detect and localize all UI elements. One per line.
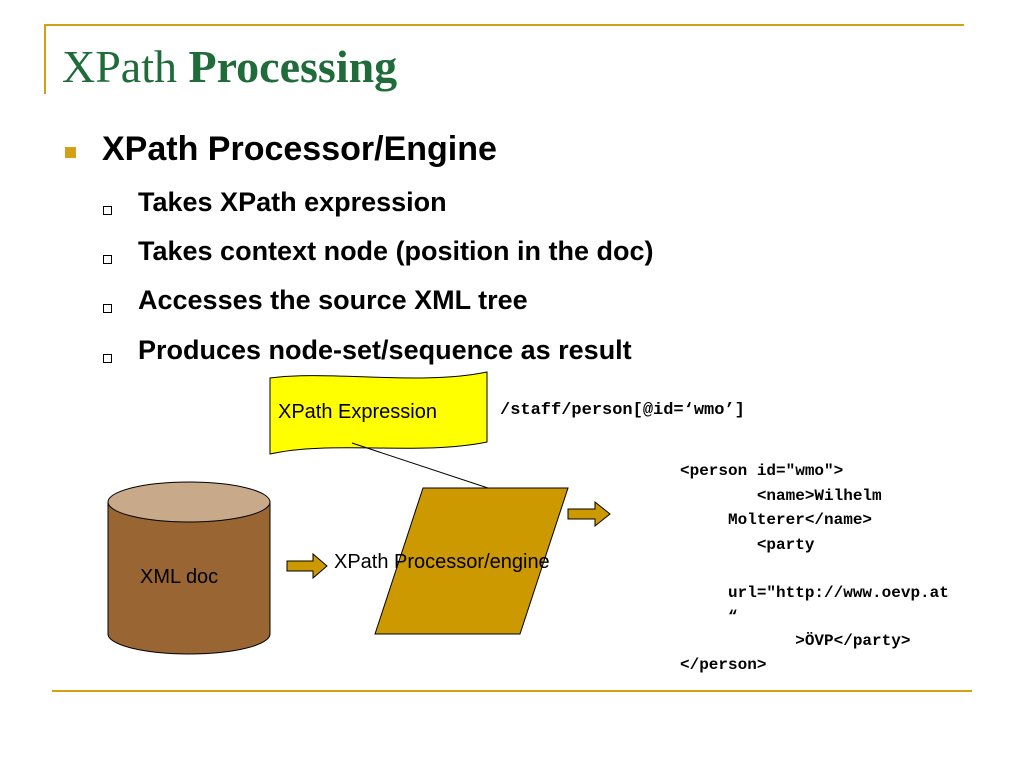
result-line: <name>Wilhelm	[680, 487, 882, 505]
title-bold: Processing	[188, 41, 398, 92]
expression-connector	[351, 442, 495, 491]
xml-doc-cylinder	[107, 481, 271, 655]
main-bullet: XPath Processor/Engine	[102, 130, 497, 168]
sub-bullet-box-icon	[103, 304, 112, 313]
processor-shape	[374, 487, 569, 635]
arrow-right-icon	[567, 500, 611, 528]
expression-label: XPath Expression	[278, 401, 437, 423]
result-line: </person>	[680, 656, 767, 674]
bottom-rule	[52, 690, 972, 692]
sub-bullet-item: Takes context node (position in the doc)	[138, 236, 654, 266]
processor-label: XPath Processor/engine	[334, 551, 550, 573]
sub-bullet-box-icon	[103, 354, 112, 363]
result-line: <party	[680, 536, 815, 554]
arrow-right-icon	[286, 552, 328, 580]
slide-title: XPath Processing	[62, 40, 397, 93]
sub-bullet-item: Produces node-set/sequence as result	[138, 335, 632, 365]
sub-bullet-item: Takes XPath expression	[138, 187, 447, 217]
sub-bullet-box-icon	[103, 255, 112, 264]
sub-bullet-box-icon	[103, 206, 112, 215]
expression-code: /staff/person[@id=‘wmo’]	[500, 401, 745, 420]
result-line: <person id="wmo">	[680, 462, 844, 480]
result-line: “	[680, 608, 738, 626]
left-rule	[44, 24, 46, 94]
bullet-square-icon	[65, 147, 76, 158]
top-rule	[44, 24, 964, 26]
title-normal: XPath	[62, 41, 177, 92]
result-line: >ÖVP</party>	[680, 632, 911, 650]
result-line: url="http://www.oevp.at	[680, 584, 949, 602]
xml-doc-label: XML doc	[140, 566, 219, 588]
expression-callout	[269, 371, 488, 455]
sub-bullet-item: Accesses the source XML tree	[138, 285, 528, 315]
result-line: Molterer</name>	[680, 511, 873, 529]
